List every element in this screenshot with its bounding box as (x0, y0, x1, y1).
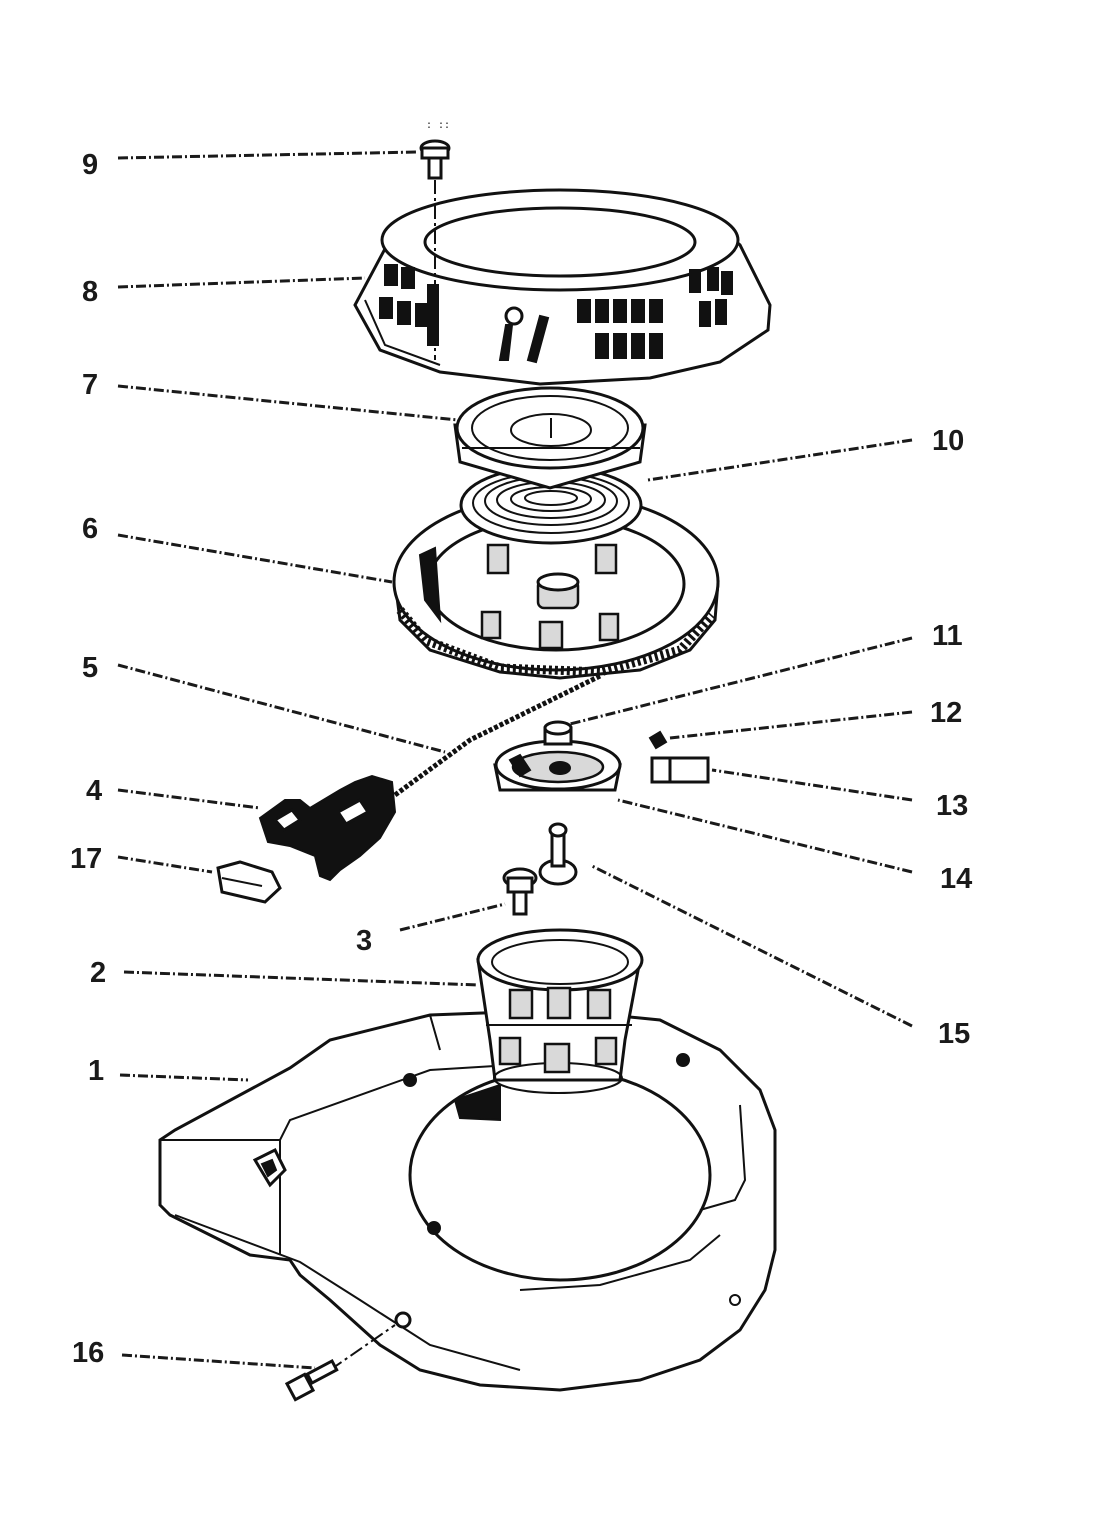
leader-5 (117, 663, 446, 754)
part-12-spring (648, 730, 668, 750)
leader-13 (711, 768, 913, 802)
cover-arrow-mark (498, 306, 550, 364)
callout-7: 7 (82, 369, 98, 401)
callout-11: 11 (932, 620, 963, 652)
callout-1: 1 (88, 1055, 104, 1087)
callout-labels: 9 8 7 10 6 11 5 12 4 13 17 14 3 2 15 1 1… (70, 149, 972, 1369)
callout-8: 8 (82, 276, 98, 308)
leader-16 (121, 1353, 316, 1370)
leader-8 (117, 276, 366, 289)
leader-2 (123, 970, 479, 987)
callout-15: 15 (938, 1018, 970, 1050)
leader-9 (117, 150, 419, 160)
callout-14: 14 (940, 863, 972, 895)
callout-12: 12 (930, 697, 962, 729)
part-5-starter-rope (393, 673, 602, 798)
cover-vent-slots-center (577, 299, 663, 359)
callout-3: 3 (356, 925, 372, 957)
callout-4: 4 (86, 775, 102, 807)
part-17-rope-insert (216, 860, 282, 904)
callout-17: 17 (70, 843, 102, 875)
callout-5: 5 (82, 652, 98, 684)
cover-vent-slots-right (689, 267, 733, 327)
part-11-washer (543, 720, 573, 746)
callout-leader-lines (117, 150, 913, 1370)
leader-7 (117, 384, 459, 422)
leader-10 (647, 438, 913, 482)
leader-17 (117, 855, 213, 874)
svg-text:: ::: : :: (426, 121, 450, 132)
leader-1 (119, 1073, 249, 1082)
part-13-pawl (650, 756, 710, 784)
leader-11 (569, 636, 913, 726)
part-15-retainer (538, 822, 578, 886)
callout-10: 10 (932, 425, 964, 457)
part-8-cover (353, 188, 772, 386)
leader-12 (669, 710, 913, 740)
callout-2: 2 (90, 957, 106, 989)
callout-6: 6 (82, 513, 98, 545)
part-16-screw (284, 1324, 396, 1402)
callout-16: 16 (72, 1337, 104, 1369)
leader-3 (399, 902, 506, 932)
part-3-screw (502, 867, 538, 916)
part-1-blower-housing (158, 1008, 777, 1392)
leader-15 (589, 863, 913, 1028)
leader-14 (617, 798, 913, 874)
leader-4 (117, 788, 261, 810)
part-14-pawl-plate (493, 739, 622, 792)
part-7-spring-cover (453, 386, 647, 490)
part-4-starter-handle (258, 774, 397, 882)
part-6-pulley (392, 492, 720, 680)
cover-vent-slots-left (379, 264, 429, 327)
callout-9: 9 (82, 149, 98, 181)
part-2-starter-cup (476, 928, 644, 1094)
leader-6 (117, 533, 393, 584)
part-9-screw: : :: (419, 121, 451, 180)
callout-13: 13 (936, 790, 968, 822)
